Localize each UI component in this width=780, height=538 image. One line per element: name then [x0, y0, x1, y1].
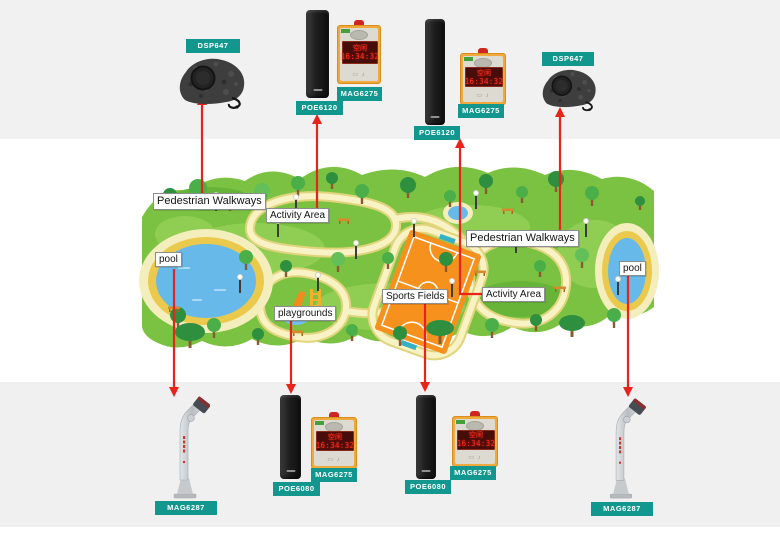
bottom-band — [0, 382, 780, 527]
map-label-pedestrian-walkways-left: Pedestrian Walkways — [153, 193, 266, 210]
rock-speaker-top-right — [542, 69, 596, 112]
model-tag-rock-top-right: DSP647 — [542, 52, 594, 66]
led-display-top-2: 空闲 16:34:32 ▭ ♪ — [460, 48, 506, 105]
map-label-pool-left: pool — [155, 252, 182, 267]
panel-icons: ▭ ♪ — [468, 455, 482, 462]
column-speaker-top-1 — [306, 10, 329, 98]
led-time-text: 16:34:32 — [340, 51, 378, 61]
model-tag-column-top-2: POE6120 — [414, 126, 460, 140]
column-speaker-top-2 — [425, 19, 445, 125]
model-tag-pole-left: MAG6287 — [155, 501, 217, 515]
led-status-text: 空闲 — [468, 431, 483, 440]
model-tag-column-bottom-1: POE6080 — [273, 482, 320, 496]
brand-chip — [315, 421, 324, 425]
model-tag-display-bottom-1: MAG6275 — [311, 468, 357, 482]
map-label-sports-fields: Sports Fields — [382, 289, 449, 304]
led-status-text: 空闲 — [352, 43, 367, 52]
map-label-activity-area-left: Activity Area — [266, 208, 330, 223]
column-speaker-bottom-2 — [416, 395, 436, 479]
model-tag-column-top-1: POE6120 — [296, 101, 343, 115]
panel-icons: ▭ ♪ — [476, 93, 490, 100]
model-tag-pole-right: MAG6287 — [591, 502, 653, 516]
brand-chip — [464, 57, 473, 61]
led-panel: 空闲 16:34:32 — [315, 431, 354, 452]
map-label-playgrounds: playgrounds — [274, 306, 337, 321]
pole-speaker-bottom-right — [609, 398, 646, 499]
led-display-top-1: 空闲 16:34:32 ▭ ♪ — [337, 20, 381, 84]
brand-chip — [341, 29, 350, 33]
model-tag-rock-top-left: DSP647 — [186, 39, 240, 53]
rock-speaker-top-left — [179, 58, 245, 109]
map-band — [0, 139, 780, 382]
map-label-pedestrian-walkways-right: Pedestrian Walkways — [466, 230, 579, 247]
led-panel: 空闲 16:34:32 — [340, 40, 378, 64]
model-tag-display-bottom-2: MAG6275 — [450, 466, 496, 480]
led-panel: 空闲 16:34:32 — [456, 429, 495, 450]
panel-icons: ▭ ♪ — [352, 71, 366, 78]
panel-icons: ▭ ♪ — [327, 457, 341, 464]
column-speaker-bottom-1 — [280, 395, 301, 479]
model-tag-display-top-1: MAG6275 — [337, 87, 382, 101]
model-tag-display-top-2: MAG6275 — [458, 104, 504, 118]
led-time-text: 16:34:32 — [464, 76, 503, 86]
footer-band — [0, 527, 780, 538]
led-panel: 空闲 16:34:32 — [464, 67, 503, 88]
map-label-activity-area-right: Activity Area — [482, 287, 546, 302]
model-tag-column-bottom-2: POE6080 — [405, 480, 451, 494]
led-time-text: 16:34:32 — [315, 440, 354, 450]
led-status-text: 空闲 — [476, 68, 491, 77]
led-display-bottom-1: 空闲 16:34:32 ▭ ♪ — [311, 412, 357, 469]
led-display-bottom-2: 空闲 16:34:32 ▭ ♪ — [452, 411, 498, 467]
brand-chip — [456, 420, 465, 424]
pole-speaker-bottom-left — [173, 396, 210, 499]
map-label-pool-right: pool — [619, 261, 646, 276]
speaker-grille-icon — [350, 30, 368, 40]
led-time-text: 16:34:32 — [456, 439, 495, 449]
park-map-illustration — [139, 166, 659, 361]
led-status-text: 空闲 — [327, 432, 342, 441]
